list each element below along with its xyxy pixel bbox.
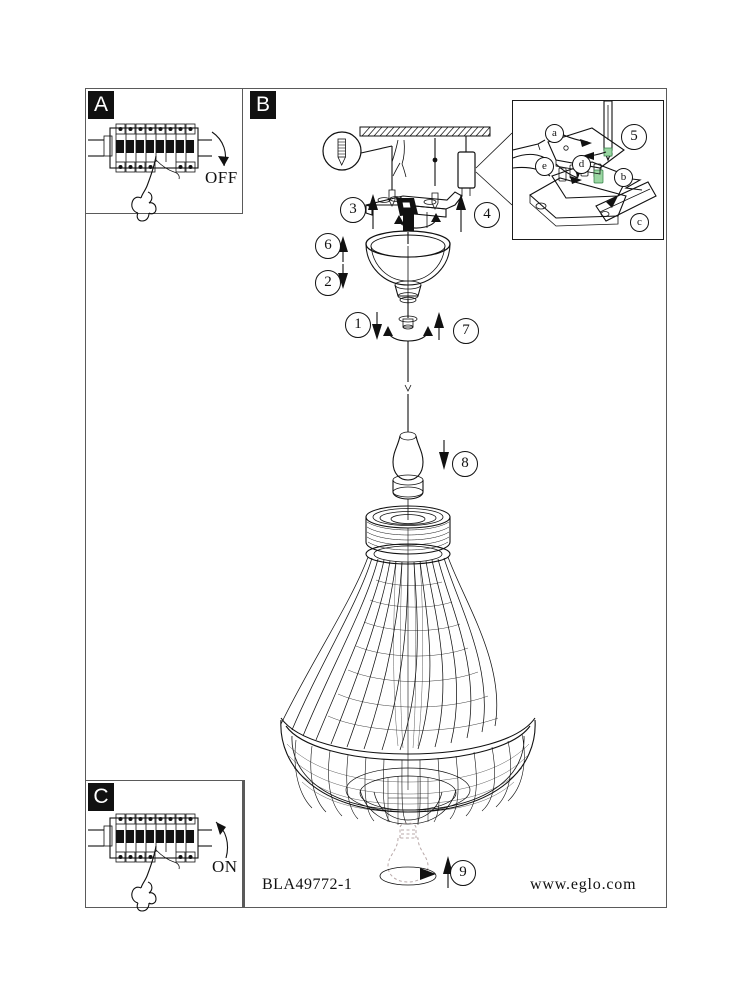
bracket-rotation-arrow (394, 212, 441, 229)
step-3-arrow (368, 194, 378, 229)
step-4-arrow (456, 194, 466, 232)
panel-c-label: C (88, 783, 114, 811)
step-marker-6: 6 (315, 233, 341, 259)
terminal-block (457, 136, 476, 196)
panel-b-label: B (250, 91, 276, 119)
detail-sublabel-c: c (630, 213, 649, 232)
panel-a-box (85, 88, 243, 214)
panel-a-action-text: OFF (205, 168, 238, 187)
panel-c-box (85, 780, 243, 908)
suspension-cable (404, 341, 412, 432)
rattan-shade (280, 505, 536, 825)
detail-sublabel-b: b (614, 168, 633, 187)
detail-sublabel-d: d (572, 155, 591, 174)
screw-detail-circle (322, 131, 393, 171)
sheet-frame (85, 88, 667, 908)
step-marker-9: 9 (450, 860, 476, 886)
step-marker-5: 5 (621, 124, 647, 150)
panel-c-action-text: ON (212, 857, 238, 876)
step-marker-8: 8 (452, 451, 478, 477)
step-2-arrow (338, 264, 348, 289)
step-1-arrow (372, 312, 382, 340)
product-code: BLA49772-1 (262, 876, 353, 893)
detail-sublabel-e: e (535, 157, 554, 176)
ceiling (359, 126, 491, 137)
wood-finial (392, 431, 424, 520)
panel-c-divider (243, 780, 245, 908)
step-7-arrow (434, 312, 444, 340)
bulb (379, 822, 437, 886)
brand-website: www.eglo.com (530, 876, 637, 893)
step-8-arrow (439, 440, 449, 470)
step-marker-4: 4 (474, 202, 500, 228)
panel-a-label: A (88, 91, 114, 119)
ceiling-anchors (388, 138, 439, 210)
step-marker-7: 7 (453, 318, 479, 344)
detail-leader-lines (475, 132, 513, 206)
step-marker-1: 1 (345, 312, 371, 338)
detail-sublabel-a: a (545, 124, 564, 143)
step-marker-3: 3 (340, 197, 366, 223)
canopy (365, 230, 451, 304)
step-marker-2: 2 (315, 270, 341, 296)
